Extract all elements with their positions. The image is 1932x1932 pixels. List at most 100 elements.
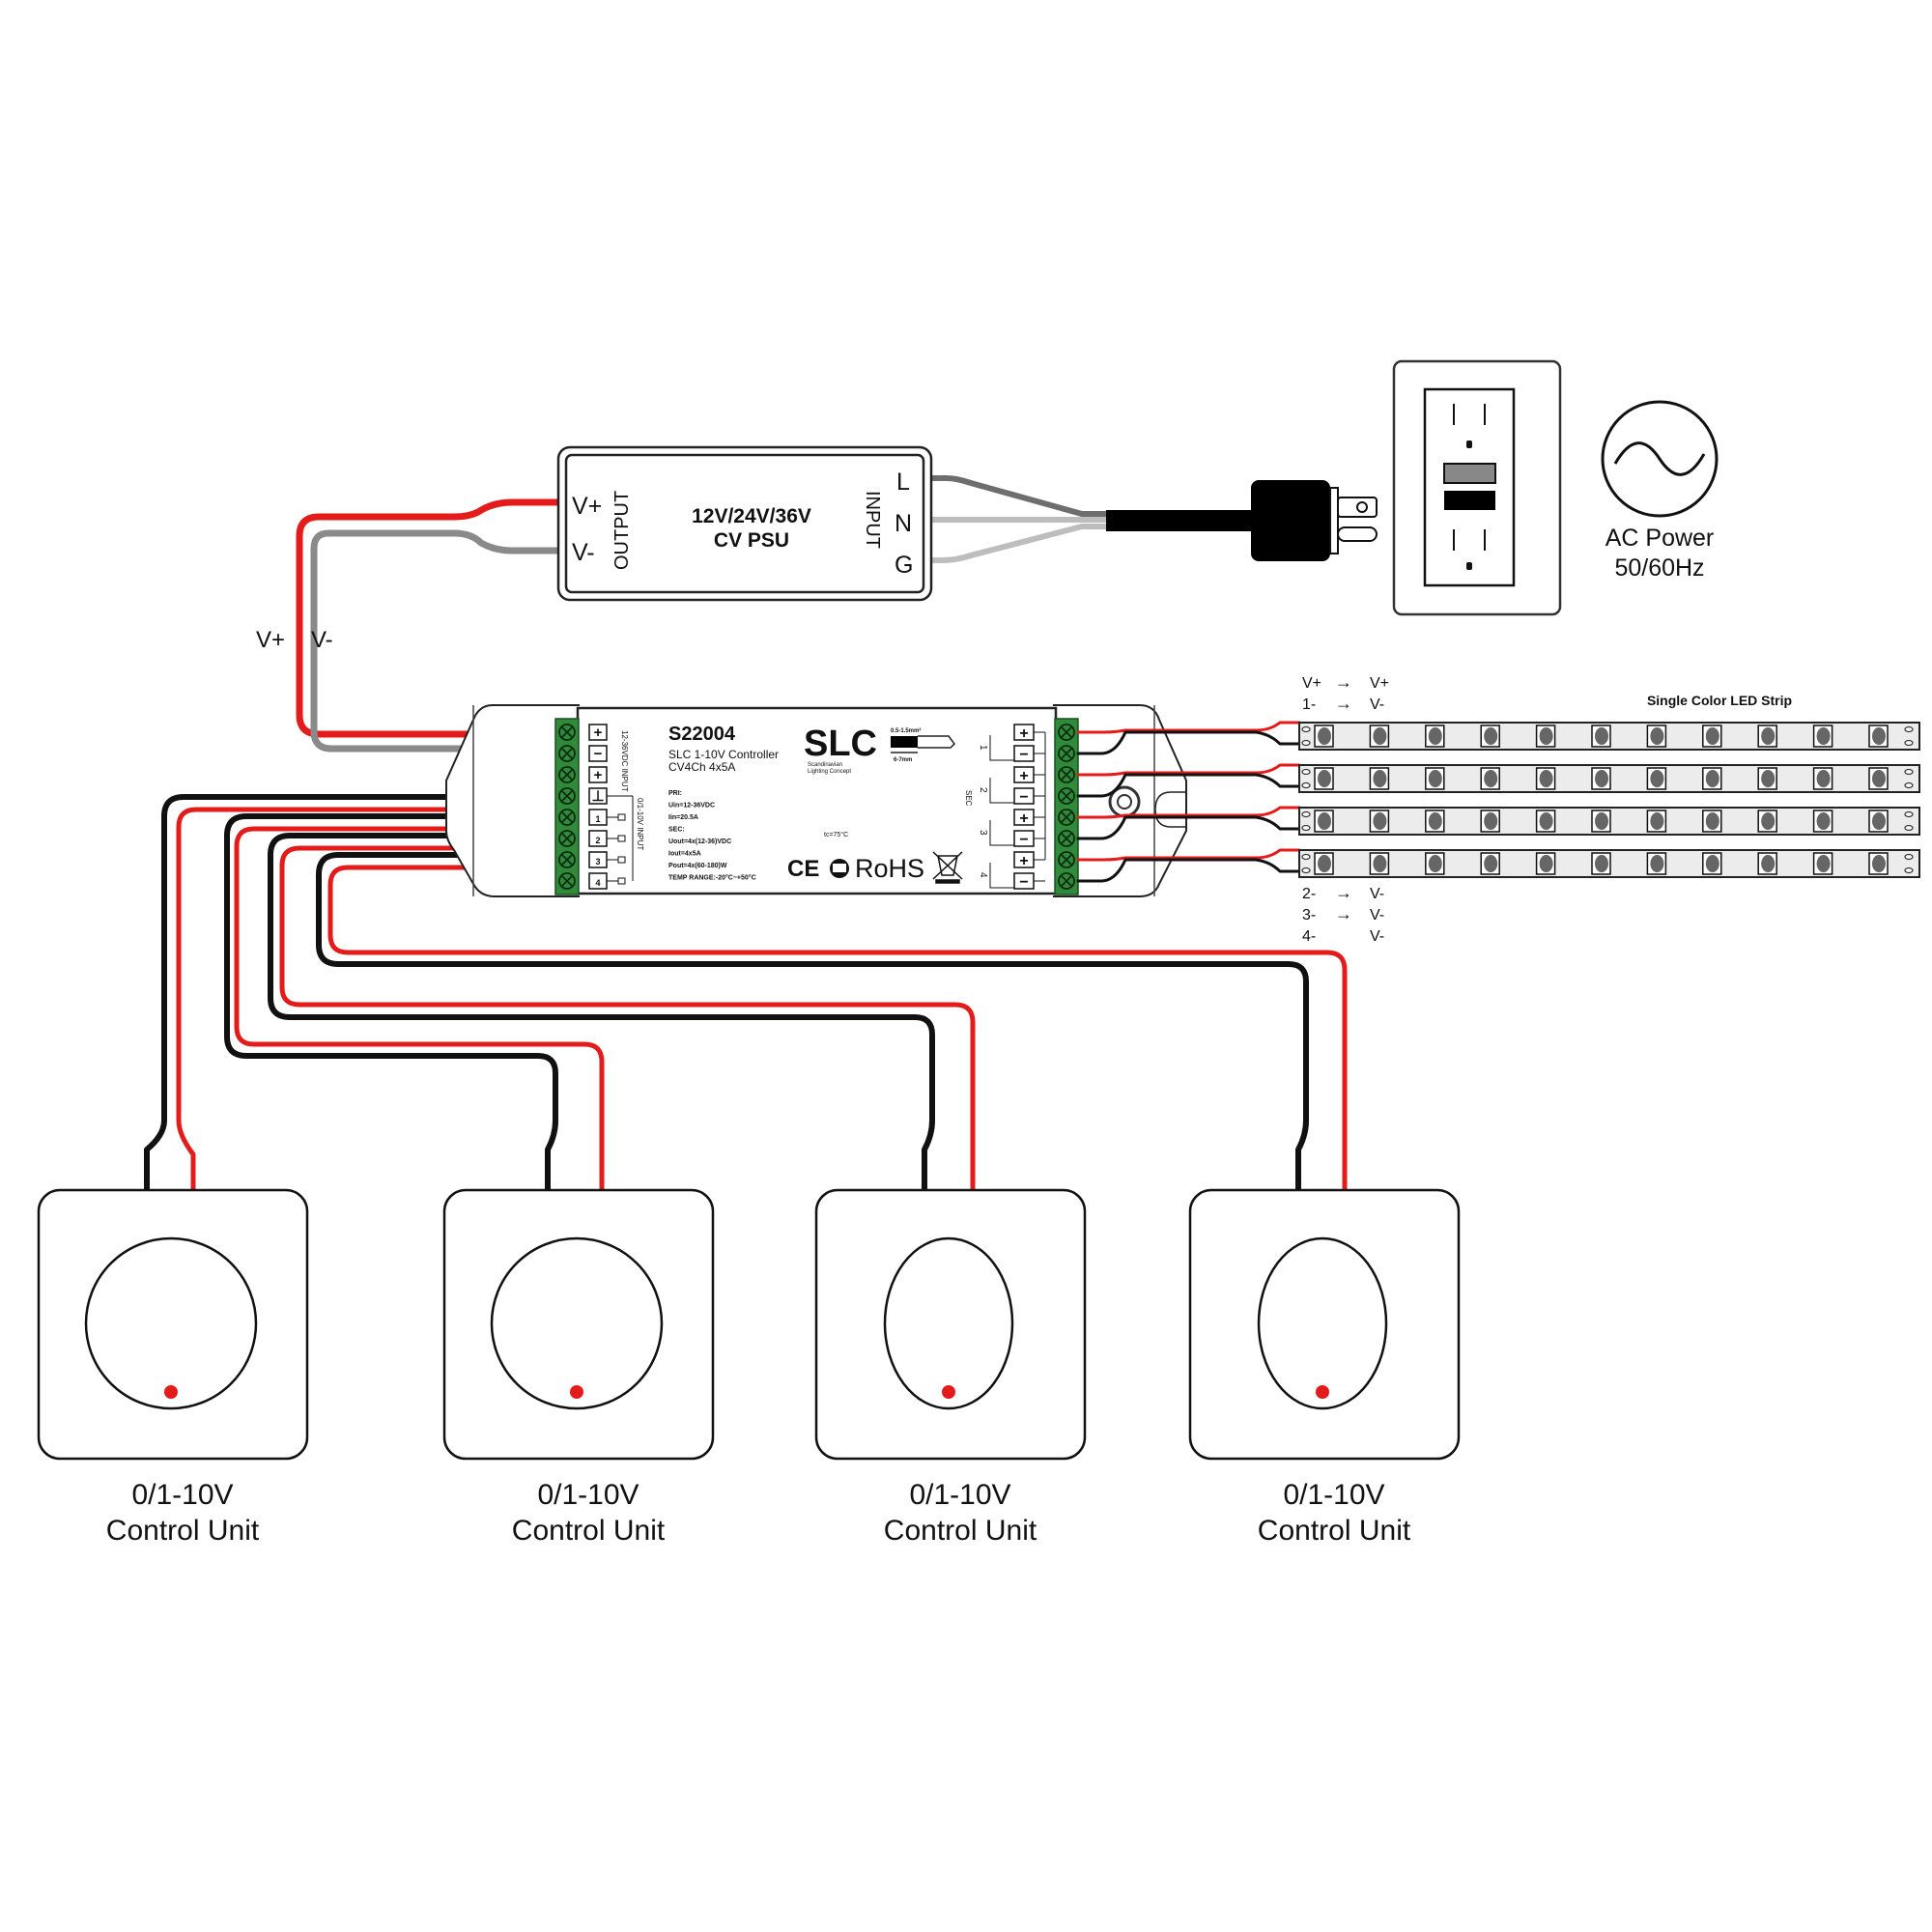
mapping-from: 3- (1302, 907, 1316, 923)
mapping-from: 4- (1302, 928, 1316, 945)
ce-mark: CE (787, 856, 819, 882)
led-strip-title: Single Color LED Strip (1647, 693, 1792, 708)
terminal-label: + (1019, 853, 1028, 869)
terminal-label: 1 (595, 814, 600, 824)
led-icon (1705, 770, 1719, 787)
arrow-right-icon: → (1335, 694, 1352, 713)
led-icon (1761, 855, 1776, 872)
psu-n: N (895, 510, 912, 537)
solder-pad (1904, 725, 1914, 733)
arrow-right-icon: → (1335, 904, 1352, 923)
led-icon (1705, 812, 1719, 830)
strip-wire-negative (1076, 730, 1301, 755)
supply-label-vplus: V+ (256, 627, 285, 653)
controller-body (576, 706, 1058, 895)
knob-indicator-dot (570, 1385, 583, 1399)
terminal-label: + (1019, 768, 1028, 784)
terminal-label: ⊥ (591, 788, 604, 805)
schematic-resistor (617, 856, 626, 864)
terminal-label: − (1019, 874, 1028, 891)
solder-pad (1904, 739, 1914, 747)
screw-cross (1061, 875, 1072, 887)
screw-cross (1061, 790, 1072, 802)
led-icon (1650, 855, 1664, 872)
wall-outlet-icon (1392, 359, 1562, 616)
solder-pad (1301, 824, 1311, 832)
screw-cross (561, 726, 573, 738)
wire-l (929, 475, 1114, 517)
led-icon (1373, 812, 1387, 830)
screw-cross (1061, 854, 1072, 866)
tc-label: tc=75°C (824, 831, 848, 838)
solder-pad (1301, 725, 1311, 733)
led-strip (1298, 722, 1920, 751)
supply-wire-vplus (296, 498, 574, 738)
mapping-to: V- (1370, 696, 1384, 713)
terminal-label: 3 (595, 857, 600, 867)
screw-cross (1061, 726, 1072, 738)
led-icon (1705, 855, 1719, 872)
plug-icon (1251, 480, 1378, 561)
knob-indicator-dot (1316, 1385, 1329, 1399)
terminal-label-box (588, 724, 608, 741)
channel-number: 1 (978, 745, 988, 751)
knob-indicator-dot (942, 1385, 955, 1399)
screw-cross (561, 875, 573, 887)
psu: V+ V- OUTPUT 12V/24V/36V CV PSU INPUT L … (556, 445, 933, 602)
spec-line: TEMP RANGE:-20°C~+50°C (668, 874, 756, 882)
solder-pad (1904, 867, 1914, 874)
psu-title-1: 12V/24V/36V (692, 505, 811, 527)
psu-l: L (896, 469, 910, 496)
channel-number: 3 (978, 830, 988, 836)
sine-wave (1613, 441, 1706, 476)
solder-pad (1904, 853, 1914, 861)
solder-pad (1301, 781, 1311, 789)
led-icon (1484, 770, 1498, 787)
terminal-label: + (1019, 725, 1028, 742)
mapping-to: V- (1370, 886, 1384, 902)
schematic-line (989, 863, 1014, 889)
terminal-label: 2 (595, 836, 600, 845)
spec-line: Uin=12-36VDC (668, 803, 715, 810)
screw-cross (561, 854, 573, 866)
dimmer-knob-icon (883, 1236, 1014, 1410)
led-icon (1484, 812, 1498, 830)
terminal-label: − (594, 746, 603, 762)
channel-number: 4 (978, 872, 988, 878)
led-icon (1650, 812, 1664, 830)
brand-sub-1: Scandinavian (808, 762, 842, 768)
spec-line: Uout=4x(12-36)VDC (668, 838, 731, 845)
schematic-resistor (617, 813, 626, 821)
power-cord (1106, 510, 1261, 531)
led-icon (1539, 812, 1553, 830)
terminal-label: + (1019, 810, 1028, 827)
led-icon (1595, 770, 1608, 787)
brand-logo: SLC (804, 724, 877, 764)
knob-indicator-dot (164, 1385, 178, 1399)
schematic-line (989, 735, 1014, 761)
strip-wire-negative (1076, 773, 1301, 798)
rohs-mark: RoHS (855, 854, 924, 883)
control-wire-signal (327, 865, 1348, 1193)
led-icon (1318, 727, 1331, 745)
screw-cross (1061, 833, 1072, 844)
spec-line: Pout=4x(60-180)W (668, 863, 727, 869)
led-icon (1705, 727, 1719, 745)
mapping-to: V+ (1370, 675, 1389, 692)
terminal-label-box (588, 745, 608, 762)
led-icon (1484, 855, 1498, 872)
led-icon (1761, 770, 1776, 787)
solder-pad (1904, 768, 1914, 776)
psu-title-2: CV PSU (714, 529, 789, 552)
led-icon (1595, 727, 1608, 745)
spec-lines: PRI:Uin=12-36VDCIin=20.5ASEC:Uout=4x(12-… (668, 790, 756, 882)
strip-wire-negative (1076, 858, 1301, 883)
weee-icon (932, 851, 963, 884)
schematic-line (989, 778, 1014, 804)
led-icon (1428, 855, 1442, 872)
led-icon (1650, 727, 1664, 745)
controller-model: S22004 (668, 724, 736, 745)
spec-line: SEC: (668, 827, 685, 834)
control-unit-label-1: 0/1-10V (909, 1479, 1010, 1511)
